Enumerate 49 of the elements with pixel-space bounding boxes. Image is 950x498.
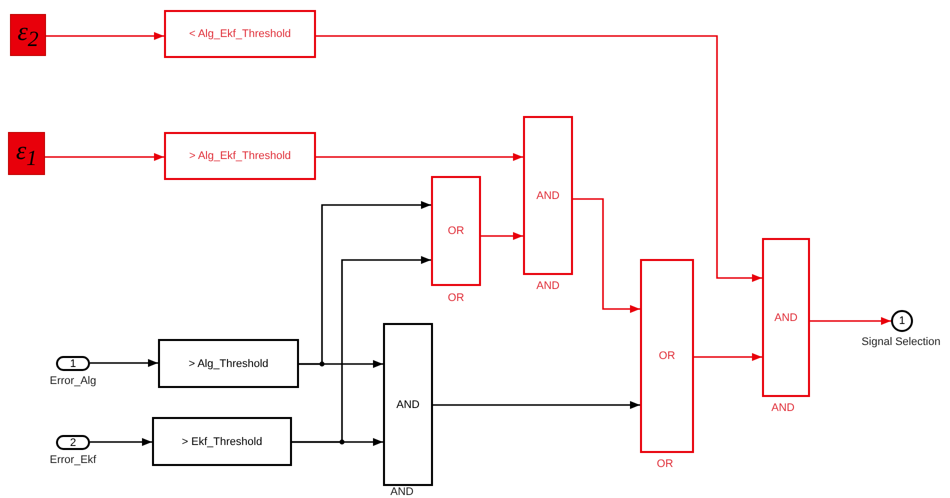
block-caption: Error_Alg (50, 375, 96, 387)
signal-arrow (433, 401, 640, 409)
logic-block (523, 116, 573, 275)
symbol-block (8, 132, 45, 175)
block-caption: AND (771, 402, 795, 414)
symbol-block (10, 14, 46, 56)
signal-arrow (481, 232, 523, 240)
block-caption: Signal Selection (862, 336, 940, 348)
block-label: > Alg_Ekf_Threshold (189, 150, 291, 162)
block-label: ε$_{1}$ (16, 136, 38, 172)
logic-block (762, 238, 810, 397)
signal-arrow (299, 360, 383, 368)
logic-block (164, 10, 316, 58)
block-label: 1 (898, 315, 906, 327)
signal-arrow (46, 32, 164, 40)
signal-arrow (90, 438, 152, 446)
block-label: OR (448, 225, 464, 237)
logic-block (383, 323, 433, 486)
block-caption: OR (448, 292, 464, 304)
block-label: > Alg_Threshold (188, 358, 268, 370)
logic-block (158, 339, 299, 388)
signal-arrow (694, 353, 762, 361)
logic-block (640, 259, 694, 453)
block-label: 2 (70, 436, 76, 448)
block-label: AND (774, 312, 798, 324)
block-label: < Alg_Ekf_Threshold (189, 28, 291, 40)
logic-block (164, 132, 316, 180)
signal-arrow (810, 317, 891, 325)
signal-arrow (316, 35, 762, 282)
signal-arrow (90, 359, 158, 367)
block-caption: OR (656, 458, 674, 470)
outport-block (891, 310, 913, 332)
block-label: ε$_{2}$ (17, 17, 39, 53)
signal-arrow (573, 198, 640, 313)
block-caption: AND (536, 280, 560, 292)
signal-arrow (316, 153, 523, 161)
inport-block (56, 435, 90, 450)
block-label: AND (536, 190, 560, 202)
block-label: > Ekf_Threshold (182, 436, 262, 448)
logic-block (431, 176, 481, 286)
signal-arrow (45, 153, 164, 161)
block-label: 1 (70, 358, 76, 370)
inport-block (56, 356, 90, 371)
block-label: AND (396, 398, 420, 410)
block-label: OR (658, 350, 676, 362)
block-caption: Error_Ekf (50, 454, 96, 466)
signal-arrow (292, 438, 383, 446)
block-caption: AND (390, 486, 414, 498)
logic-block (152, 417, 292, 466)
